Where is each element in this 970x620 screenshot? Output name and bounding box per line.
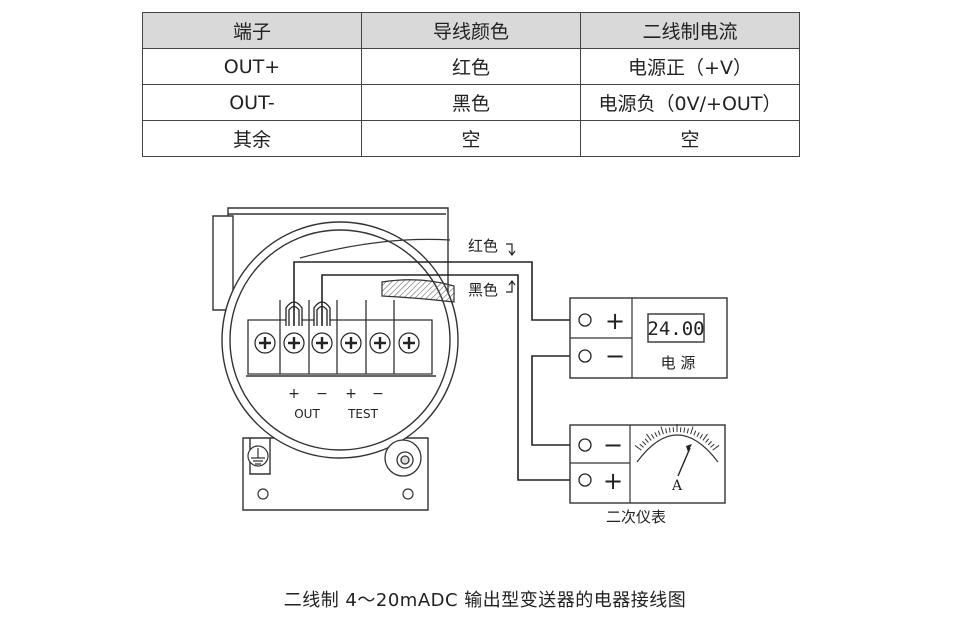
cell-wire-color: 黑色 — [361, 84, 581, 121]
cell-current: 电源负（0V/+OUT） — [580, 84, 800, 121]
meter-scale-tick — [710, 443, 715, 448]
terminal-plus-out: + — [288, 386, 300, 402]
ground-icon — [247, 445, 269, 467]
supply-minus-terminal — [578, 349, 592, 363]
table-row: OUT- 黑色 电源负（0V/+OUT） — [142, 84, 800, 121]
meter-plus-sign: + — [603, 467, 623, 495]
figure-caption: 二线制 4～20mADC 输出型变送器的电器接线图 — [283, 590, 687, 611]
terminal-markings: + − + − OUT TEST — [288, 386, 384, 421]
black-wire — [321, 274, 582, 481]
table-header-row: 端子 导线颜色 二线制电流 — [142, 12, 800, 49]
screw-icon — [369, 332, 391, 354]
terminal-minus-out: − — [316, 386, 328, 402]
terminal-minus-test: − — [372, 386, 384, 402]
screw-icon — [340, 332, 362, 354]
meter-scale-tick — [646, 433, 652, 441]
meter-label: 二次仪表 — [606, 508, 666, 526]
supply-label: 电 源 — [661, 354, 696, 372]
meter-scale-tick — [650, 433, 655, 439]
wire-labels: 红色 黑色 — [468, 237, 516, 299]
screw-icon — [311, 332, 333, 354]
wiring-table: 端子 导线颜色 二线制电流 OUT+ 红色 电源正（+V） OUT- 黑色 电源… — [142, 12, 800, 157]
meter-dial-icon — [634, 424, 720, 477]
header-terminal: 端子 — [142, 12, 362, 49]
meter-scale-tick — [657, 430, 661, 436]
meter-scale-tick — [690, 426, 694, 435]
meter-plus-terminal — [578, 473, 592, 487]
power-supply: + − 24.00 电 源 — [569, 297, 728, 379]
screw-icon — [398, 332, 420, 354]
meter-scale-tick — [712, 445, 720, 451]
arrow-down-icon — [506, 243, 516, 256]
screw-icon — [254, 332, 276, 354]
supply-plus-terminal — [578, 313, 592, 327]
meter-scale-tick — [702, 433, 708, 441]
meter-minus-sign: − — [603, 431, 623, 459]
cell-current: 电源正（+V） — [580, 48, 800, 85]
meter-scale-tick — [686, 428, 689, 434]
meter-scale-tick — [705, 438, 710, 443]
cable-entry — [299, 238, 455, 303]
transmitter-housing — [212, 207, 459, 511]
terminal-block — [246, 300, 436, 377]
wires — [293, 261, 582, 481]
conduit-plug-icon — [384, 439, 422, 477]
terminal-out-label: OUT — [294, 407, 320, 421]
meter-scale-tick — [665, 428, 668, 434]
cell-terminal: 其余 — [142, 120, 362, 157]
cell-wire-color: 红色 — [361, 48, 581, 85]
meter-scale-tick — [654, 432, 658, 438]
arrow-up-icon — [506, 280, 516, 293]
terminal-plus-test: + — [345, 386, 357, 402]
cell-terminal: OUT+ — [142, 48, 362, 85]
cell-current: 空 — [580, 120, 800, 157]
meter-needle — [677, 447, 691, 477]
loop-wire — [531, 355, 582, 446]
supply-minus-sign: − — [605, 342, 625, 370]
meter-scale-tick — [693, 430, 697, 436]
supply-display-value: 24.00 — [647, 318, 704, 340]
red-wire — [293, 261, 582, 326]
terminal-test-label: TEST — [347, 407, 379, 421]
supply-plus-sign: + — [605, 307, 625, 335]
secondary-meter: − + A — [569, 424, 726, 504]
terminal-screws — [254, 332, 420, 354]
meter-scale-tick — [699, 433, 704, 439]
meter-unit: A — [671, 478, 683, 494]
meter-scale-tick — [644, 438, 649, 443]
meter-scale-tick — [639, 443, 644, 448]
meter-scale-tick — [660, 426, 664, 435]
meter-scale-tick — [683, 427, 686, 433]
meter-minus-terminal — [578, 438, 592, 452]
meter-scale-tick — [707, 440, 713, 446]
black-wire-label: 黑色 — [468, 281, 498, 299]
meter-scale-tick — [696, 432, 700, 438]
mounting-hole-icon — [257, 488, 414, 500]
meter-scale-tick — [641, 440, 647, 446]
meter-scale-tick — [668, 427, 671, 433]
table-row: OUT+ 红色 电源正（+V） — [142, 48, 800, 85]
supply-display — [647, 313, 705, 343]
cell-wire-color: 空 — [361, 120, 581, 157]
red-wire-label: 红色 — [468, 237, 498, 255]
meter-scale-tick — [634, 445, 642, 451]
table-row: 其余 空 空 — [142, 120, 800, 157]
screw-icon — [283, 332, 305, 354]
